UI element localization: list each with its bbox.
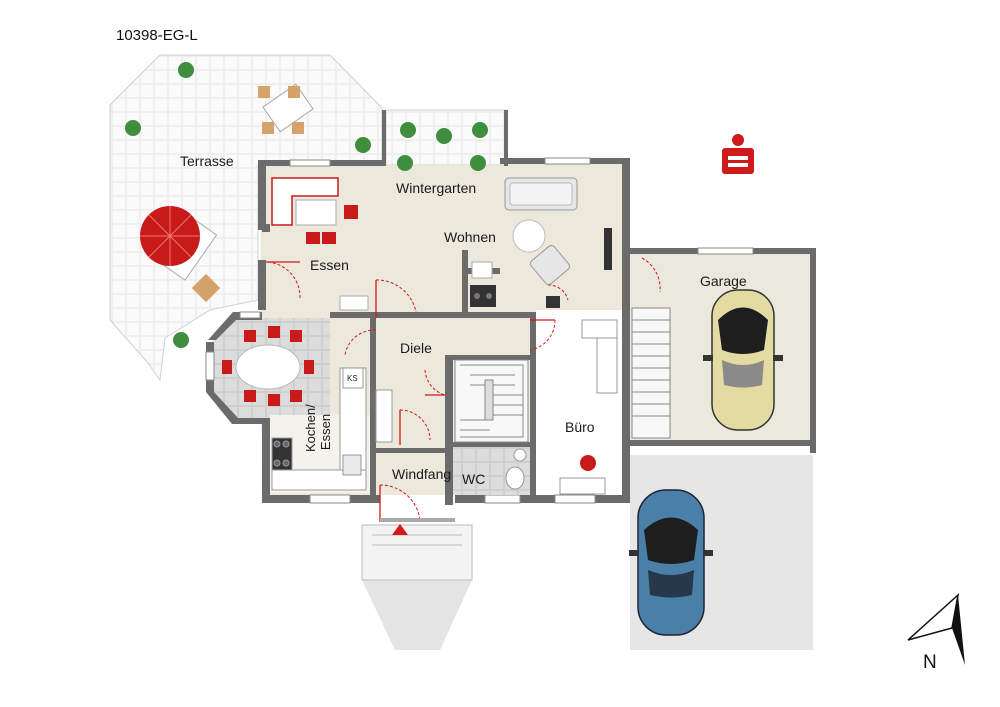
room-label-kochen-line1: Kochen/ bbox=[303, 404, 318, 452]
room-label-windfang: Windfang bbox=[392, 466, 452, 482]
plan-id: 10398-EG-L bbox=[116, 27, 198, 44]
living-furniture bbox=[470, 177, 612, 308]
essen-kitchenette bbox=[271, 177, 369, 311]
room-label-kochen-line2: Essen bbox=[318, 413, 333, 451]
room-label-wohnen: Wohnen bbox=[444, 229, 496, 245]
threshold bbox=[380, 518, 455, 522]
entrance-steps bbox=[361, 524, 473, 581]
room-label-kochen: Kochen/ Essen bbox=[303, 404, 333, 452]
buero-shelf bbox=[581, 319, 618, 394]
wc-toilet bbox=[505, 466, 525, 490]
room-label-terrasse: Terrasse bbox=[180, 153, 234, 169]
room-label-garage: Garage bbox=[700, 273, 747, 289]
room-label-wc: WC bbox=[462, 471, 486, 487]
car-yellow bbox=[703, 289, 783, 431]
garage-stairs bbox=[631, 307, 671, 439]
entrance-path bbox=[362, 580, 472, 650]
room-label-wintergarten: Wintergarten bbox=[396, 180, 477, 196]
terrace-furniture bbox=[140, 83, 314, 303]
doors bbox=[265, 257, 661, 521]
dining-table bbox=[222, 326, 314, 406]
door-leaves bbox=[266, 261, 555, 522]
entrance-arrow bbox=[392, 524, 408, 535]
room-label-essen: Essen bbox=[310, 257, 349, 273]
room-label-diele: Diele bbox=[400, 340, 432, 356]
terrace-floor bbox=[109, 54, 383, 382]
kitchen-counter bbox=[271, 367, 367, 491]
staircase bbox=[454, 359, 529, 443]
room-label-buero: Büro bbox=[565, 419, 595, 435]
buero-desk bbox=[559, 477, 606, 495]
fridge-label: KS bbox=[347, 374, 358, 383]
plants bbox=[125, 62, 488, 348]
wc-basin bbox=[513, 448, 527, 462]
office-chair bbox=[580, 455, 596, 471]
car-blue bbox=[629, 489, 713, 636]
wardrobe bbox=[375, 389, 393, 443]
bank-logo bbox=[722, 134, 754, 174]
north-arrow bbox=[907, 592, 965, 665]
windows bbox=[205, 157, 754, 504]
north-label: N bbox=[923, 652, 937, 673]
